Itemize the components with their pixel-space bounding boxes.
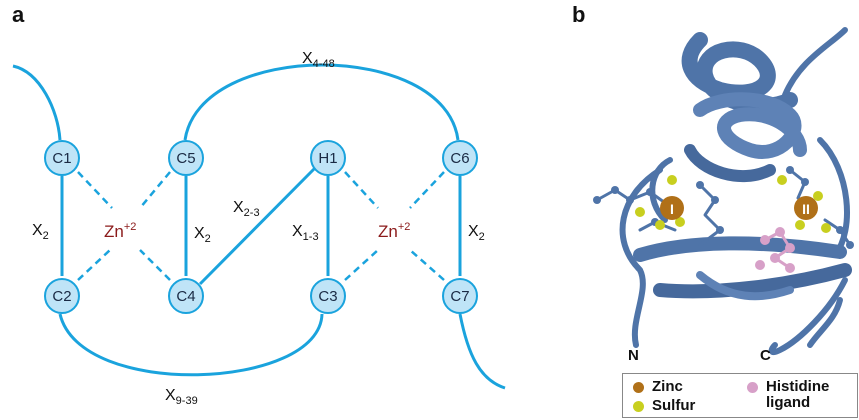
node-c7: C7: [442, 278, 478, 314]
svg-text:C7: C7: [450, 288, 469, 305]
n-term-chain: [12, 64, 62, 141]
spacer-label-top: X4-48: [302, 50, 335, 70]
zinc-label-2: Zn+2: [378, 221, 410, 241]
svg-text:C5: C5: [176, 150, 195, 167]
svg-text:C4: C4: [176, 288, 195, 305]
svg-text:H1: H1: [318, 150, 337, 167]
zinc-ion-2: [794, 196, 818, 220]
panel-label-a: a: [12, 2, 25, 27]
bottom-loop-c2-c3: [58, 313, 324, 377]
legend-label-histidine: Histidine ligand: [766, 378, 830, 411]
svg-text:C2: C2: [52, 288, 71, 305]
svg-text:C1: C1: [52, 150, 71, 167]
legend: Zinc Sulfur Histidine ligand: [622, 373, 858, 418]
spacer-label-h1-c3: X1-3: [292, 223, 319, 243]
node-c5: C5: [168, 140, 204, 176]
zinc-site-label-1: I: [670, 201, 674, 217]
node-h1: H1: [310, 140, 346, 176]
legend-item-zinc: Zinc: [633, 379, 683, 395]
spacer-label-c5-c4: X2: [194, 225, 211, 245]
zinc-dot-icon: [633, 382, 644, 393]
zinc-ion-1: [660, 196, 684, 220]
legend-label-sulfur: Sulfur: [652, 397, 696, 414]
top-loop-c5-c6: [183, 63, 460, 141]
legend-label-zinc: Zinc: [652, 378, 683, 395]
c-term-chain: [458, 313, 506, 390]
spacer-label-c1-c2: X2: [32, 222, 49, 242]
panel-label-b: b: [572, 2, 586, 27]
spacer-label-c6-c7: X2: [468, 223, 485, 243]
zinc-site-label-2: II: [802, 201, 810, 217]
svg-text:C3: C3: [318, 288, 337, 305]
node-c3: C3: [310, 278, 346, 314]
svg-text:C6: C6: [450, 150, 469, 167]
legend-item-sulfur: Sulfur: [633, 398, 695, 414]
legend-item-histidine: Histidine ligand: [747, 379, 829, 411]
bond-c4-h1: [198, 166, 317, 286]
histidine-dot-icon: [747, 382, 758, 393]
sulfur-dot-icon: [633, 401, 644, 412]
node-c2: C2: [44, 278, 80, 314]
zinc-label-1: Zn+2: [104, 221, 136, 241]
node-c1: C1: [44, 140, 80, 176]
spacer-label-bottom: X9-39: [165, 387, 198, 407]
node-c4: C4: [168, 278, 204, 314]
spacer-label-c4-h1: X2-3: [233, 199, 260, 219]
c-terminus-label: C: [760, 347, 771, 364]
node-c6: C6: [442, 140, 478, 176]
n-terminus-label: N: [628, 347, 639, 364]
zinc-finger-topology-diagram: C1 C5 H1 C6 C2 C4 C3 C7 X4-48 X9-39 X2 X…: [12, 50, 506, 407]
